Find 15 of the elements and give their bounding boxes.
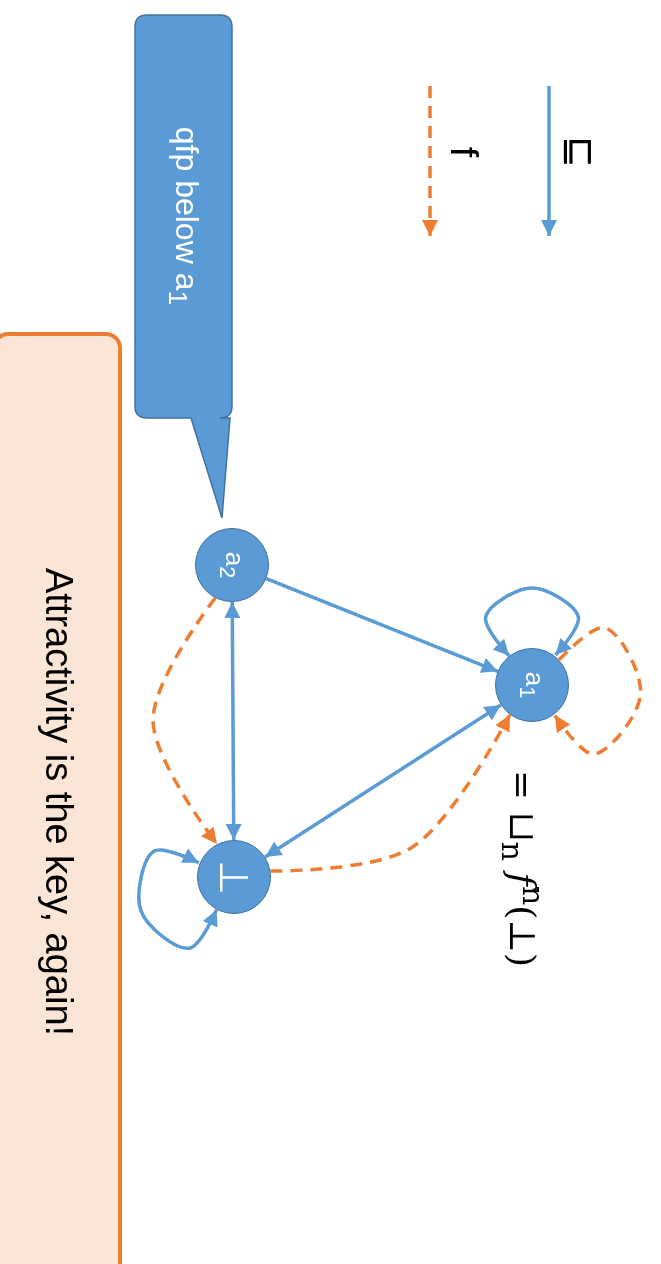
banner-text: Attractivity is the key, again!: [37, 566, 80, 1039]
arrow: [224, 602, 242, 840]
legend-label: f: [445, 145, 483, 160]
arrow: [270, 713, 512, 873]
arrow: [483, 586, 581, 657]
state-circle: [197, 840, 271, 914]
arrow: [137, 848, 219, 950]
state-circle: [495, 648, 569, 722]
arrow: [265, 577, 499, 673]
arrow: [553, 625, 643, 756]
node-label: ⊥: [214, 859, 254, 895]
legend-label: ⊑: [561, 135, 599, 170]
arrow: [264, 703, 502, 859]
arrow: [151, 596, 219, 846]
banner-box: [0, 332, 122, 1264]
